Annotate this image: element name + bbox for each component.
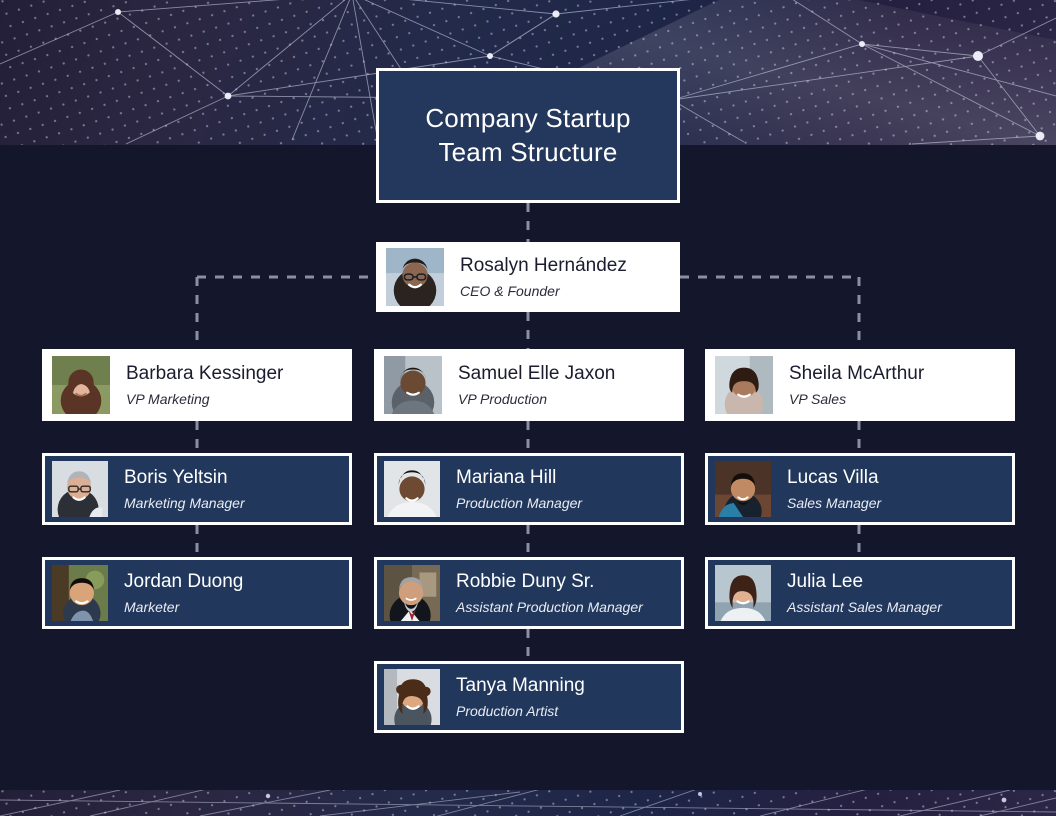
person-role: Marketing Manager xyxy=(124,494,245,511)
person-name: Julia Lee xyxy=(787,570,864,592)
org-card-marketer[interactable]: Jordan Duong Marketer xyxy=(42,557,352,629)
avatar xyxy=(52,565,108,621)
person-info: Mariana Hill Production Manager xyxy=(440,467,681,512)
person-role: Assistant Production Manager xyxy=(456,598,643,615)
avatar xyxy=(386,248,444,306)
org-card-assistant-production-manager[interactable]: Robbie Duny Sr. Assistant Production Man… xyxy=(374,557,684,629)
org-card-marketing-manager[interactable]: Boris Yeltsin Marketing Manager xyxy=(42,453,352,525)
person-name: Sheila McArthur xyxy=(789,362,925,384)
org-card-production-manager[interactable]: Mariana Hill Production Manager xyxy=(374,453,684,525)
avatar xyxy=(715,356,773,414)
person-info: Lucas Villa Sales Manager xyxy=(771,467,1012,512)
org-card-assistant-sales-manager[interactable]: Julia Lee Assistant Sales Manager xyxy=(705,557,1015,629)
avatar xyxy=(384,669,440,725)
portrait-photo-icon xyxy=(384,565,440,621)
org-card-ceo[interactable]: Rosalyn Hernández CEO & Founder xyxy=(376,242,680,312)
portrait-photo-icon xyxy=(384,461,440,517)
person-info: Boris Yeltsin Marketing Manager xyxy=(108,467,349,512)
avatar xyxy=(715,565,771,621)
person-name: Samuel Elle Jaxon xyxy=(458,362,616,384)
org-card-vp-marketing[interactable]: Barbara Kessinger VP Marketing xyxy=(42,349,352,421)
org-card-vp-production[interactable]: Samuel Elle Jaxon VP Production xyxy=(374,349,684,421)
person-role: VP Marketing xyxy=(126,390,210,407)
person-role: Marketer xyxy=(124,598,180,615)
person-info: Rosalyn Hernández CEO & Founder xyxy=(444,255,678,300)
avatar xyxy=(384,461,440,517)
person-info: Tanya Manning Production Artist xyxy=(440,675,681,720)
avatar xyxy=(384,356,442,414)
person-info: Samuel Elle Jaxon VP Production xyxy=(442,363,682,408)
avatar xyxy=(715,461,771,517)
page-title: Company Startup Team Structure xyxy=(425,103,631,167)
portrait-photo-icon xyxy=(715,565,771,621)
avatar xyxy=(384,565,440,621)
person-info: Robbie Duny Sr. Assistant Production Man… xyxy=(440,571,681,616)
person-name: Tanya Manning xyxy=(456,674,585,696)
person-name: Mariana Hill xyxy=(456,466,557,488)
portrait-photo-icon xyxy=(52,356,110,414)
org-card-sales-manager[interactable]: Lucas Villa Sales Manager xyxy=(705,453,1015,525)
person-info: Barbara Kessinger VP Marketing xyxy=(110,363,350,408)
person-info: Julia Lee Assistant Sales Manager xyxy=(771,571,1012,616)
org-card-vp-sales[interactable]: Sheila McArthur VP Sales xyxy=(705,349,1015,421)
person-role: VP Sales xyxy=(789,390,847,407)
network-constellation-icon xyxy=(0,790,1056,816)
person-name: Robbie Duny Sr. xyxy=(456,570,595,592)
avatar xyxy=(52,356,110,414)
portrait-photo-icon xyxy=(52,461,108,517)
person-name: Lucas Villa xyxy=(787,466,879,488)
portrait-photo-icon xyxy=(384,669,440,725)
person-role: Production Artist xyxy=(456,702,559,719)
person-role: VP Production xyxy=(458,390,547,407)
portrait-photo-icon xyxy=(384,356,442,414)
avatar xyxy=(52,461,108,517)
person-name: Jordan Duong xyxy=(124,570,244,592)
footer-network-background xyxy=(0,790,1056,816)
person-info: Sheila McArthur VP Sales xyxy=(773,363,1013,408)
person-name: Boris Yeltsin xyxy=(124,466,228,488)
org-card-production-artist[interactable]: Tanya Manning Production Artist xyxy=(374,661,684,733)
person-role: Sales Manager xyxy=(787,494,882,511)
person-role: Production Manager xyxy=(456,494,583,511)
person-name: Barbara Kessinger xyxy=(126,362,284,384)
portrait-photo-icon xyxy=(386,248,444,306)
portrait-photo-icon xyxy=(52,565,108,621)
portrait-photo-icon xyxy=(715,356,773,414)
person-role: Assistant Sales Manager xyxy=(787,598,942,615)
portrait-photo-icon xyxy=(715,461,771,517)
person-info: Jordan Duong Marketer xyxy=(108,571,349,616)
person-role: CEO & Founder xyxy=(460,282,560,299)
chart-title-card: Company Startup Team Structure xyxy=(376,68,680,203)
person-name: Rosalyn Hernández xyxy=(460,254,627,276)
